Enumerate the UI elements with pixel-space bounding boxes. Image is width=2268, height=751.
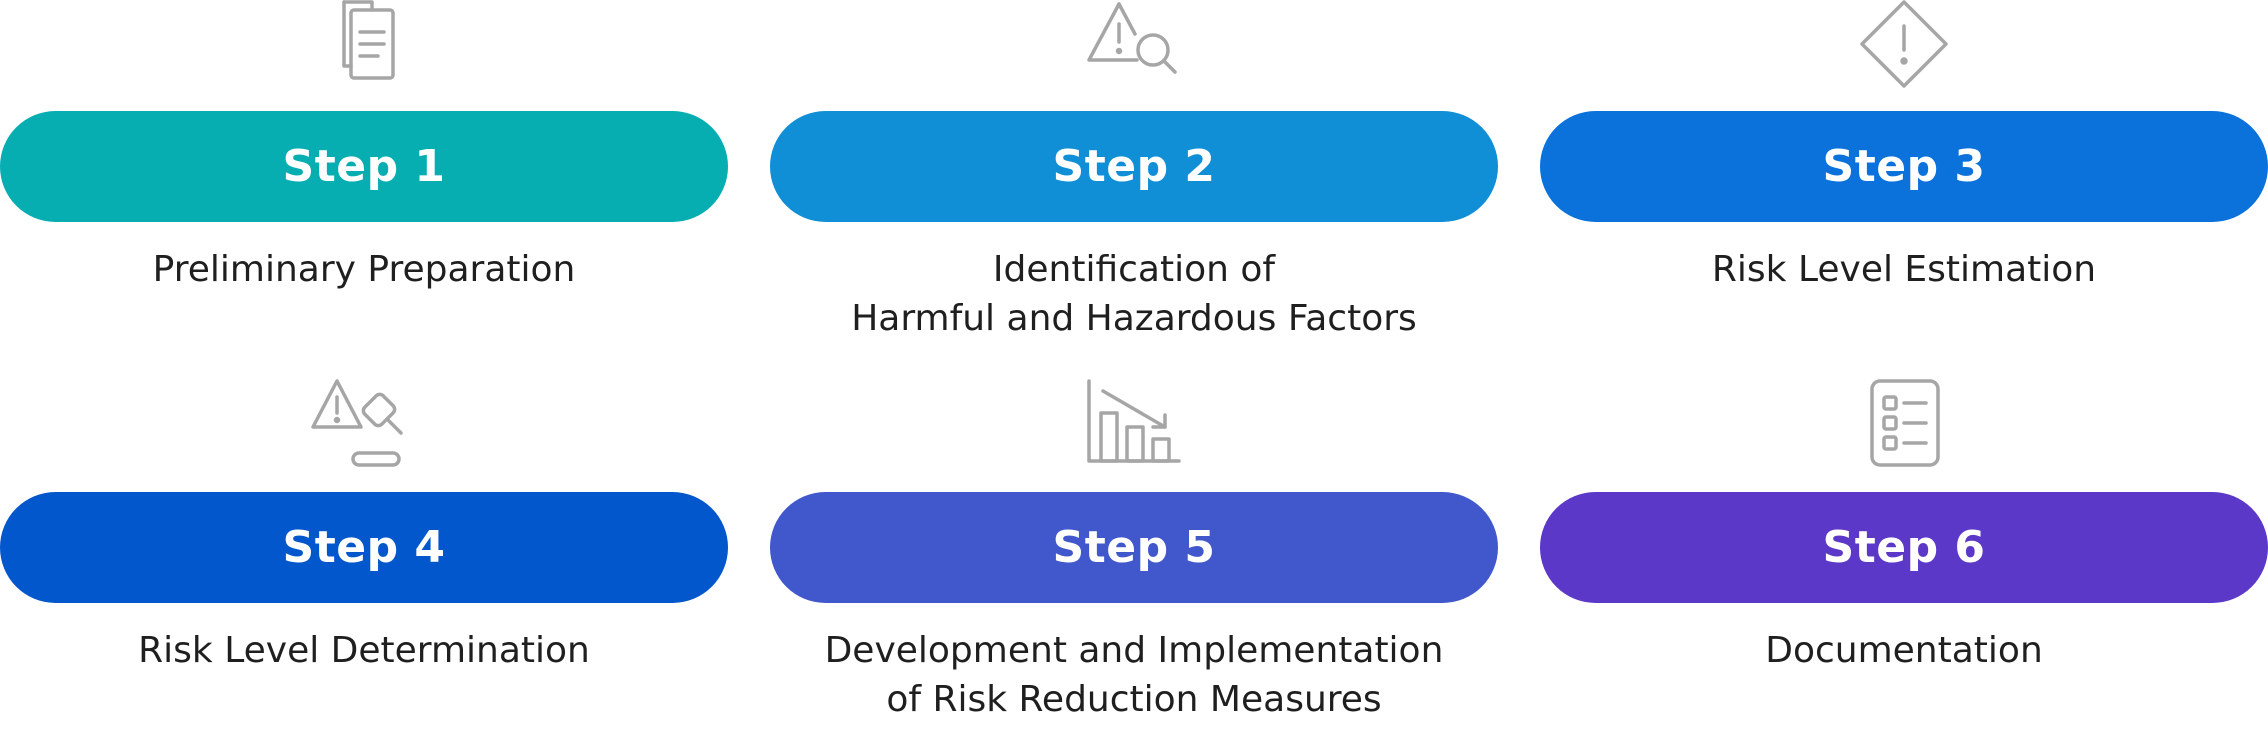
step-5-description-line: of Risk Reduction Measures — [886, 679, 1382, 720]
step-3-pill: Step 3 — [1540, 111, 2268, 222]
step-2-pill: Step 2 — [770, 111, 1498, 222]
step-2-description-line: Harmful and Hazardous Factors — [851, 298, 1417, 339]
documents-icon — [0, 0, 728, 94]
declining-chart-icon — [770, 375, 1498, 475]
step-2-label: Step 2 — [1052, 141, 1216, 192]
checklist-icon — [1540, 375, 2268, 475]
step-4-label: Step 4 — [282, 522, 446, 573]
step-3-label: Step 3 — [1822, 141, 1986, 192]
step-6-description-line: Documentation — [1765, 630, 2043, 671]
step-1-label: Step 1 — [282, 141, 446, 192]
step-4-description: Risk Level Determination — [0, 626, 728, 675]
step-5-label: Step 5 — [1052, 522, 1216, 573]
step-6-description: Documentation — [1540, 626, 2268, 675]
step-3-description: Risk Level Estimation — [1540, 245, 2268, 294]
step-5-description-line: Development and Implementation — [824, 630, 1444, 671]
step-1-description-line: Preliminary Preparation — [152, 249, 576, 290]
step-4-pill: Step 4 — [0, 492, 728, 603]
step-6-pill: Step 6 — [1540, 492, 2268, 603]
step-4-description-line: Risk Level Determination — [138, 630, 590, 671]
warning-gavel-icon — [0, 375, 728, 475]
diamond-warning-icon — [1540, 0, 2268, 94]
step-2-description-line: Identification of — [992, 249, 1276, 290]
warning-search-icon — [770, 0, 1498, 94]
step-6-label: Step 6 — [1822, 522, 1986, 573]
step-3-description-line: Risk Level Estimation — [1711, 249, 2097, 290]
step-5-description: Development and Implementation of Risk R… — [770, 626, 1498, 724]
step-5-pill: Step 5 — [770, 492, 1498, 603]
step-2-description: Identification of Harmful and Hazardous … — [770, 245, 1498, 343]
step-1-description: Preliminary Preparation — [0, 245, 728, 294]
step-1-pill: Step 1 — [0, 111, 728, 222]
